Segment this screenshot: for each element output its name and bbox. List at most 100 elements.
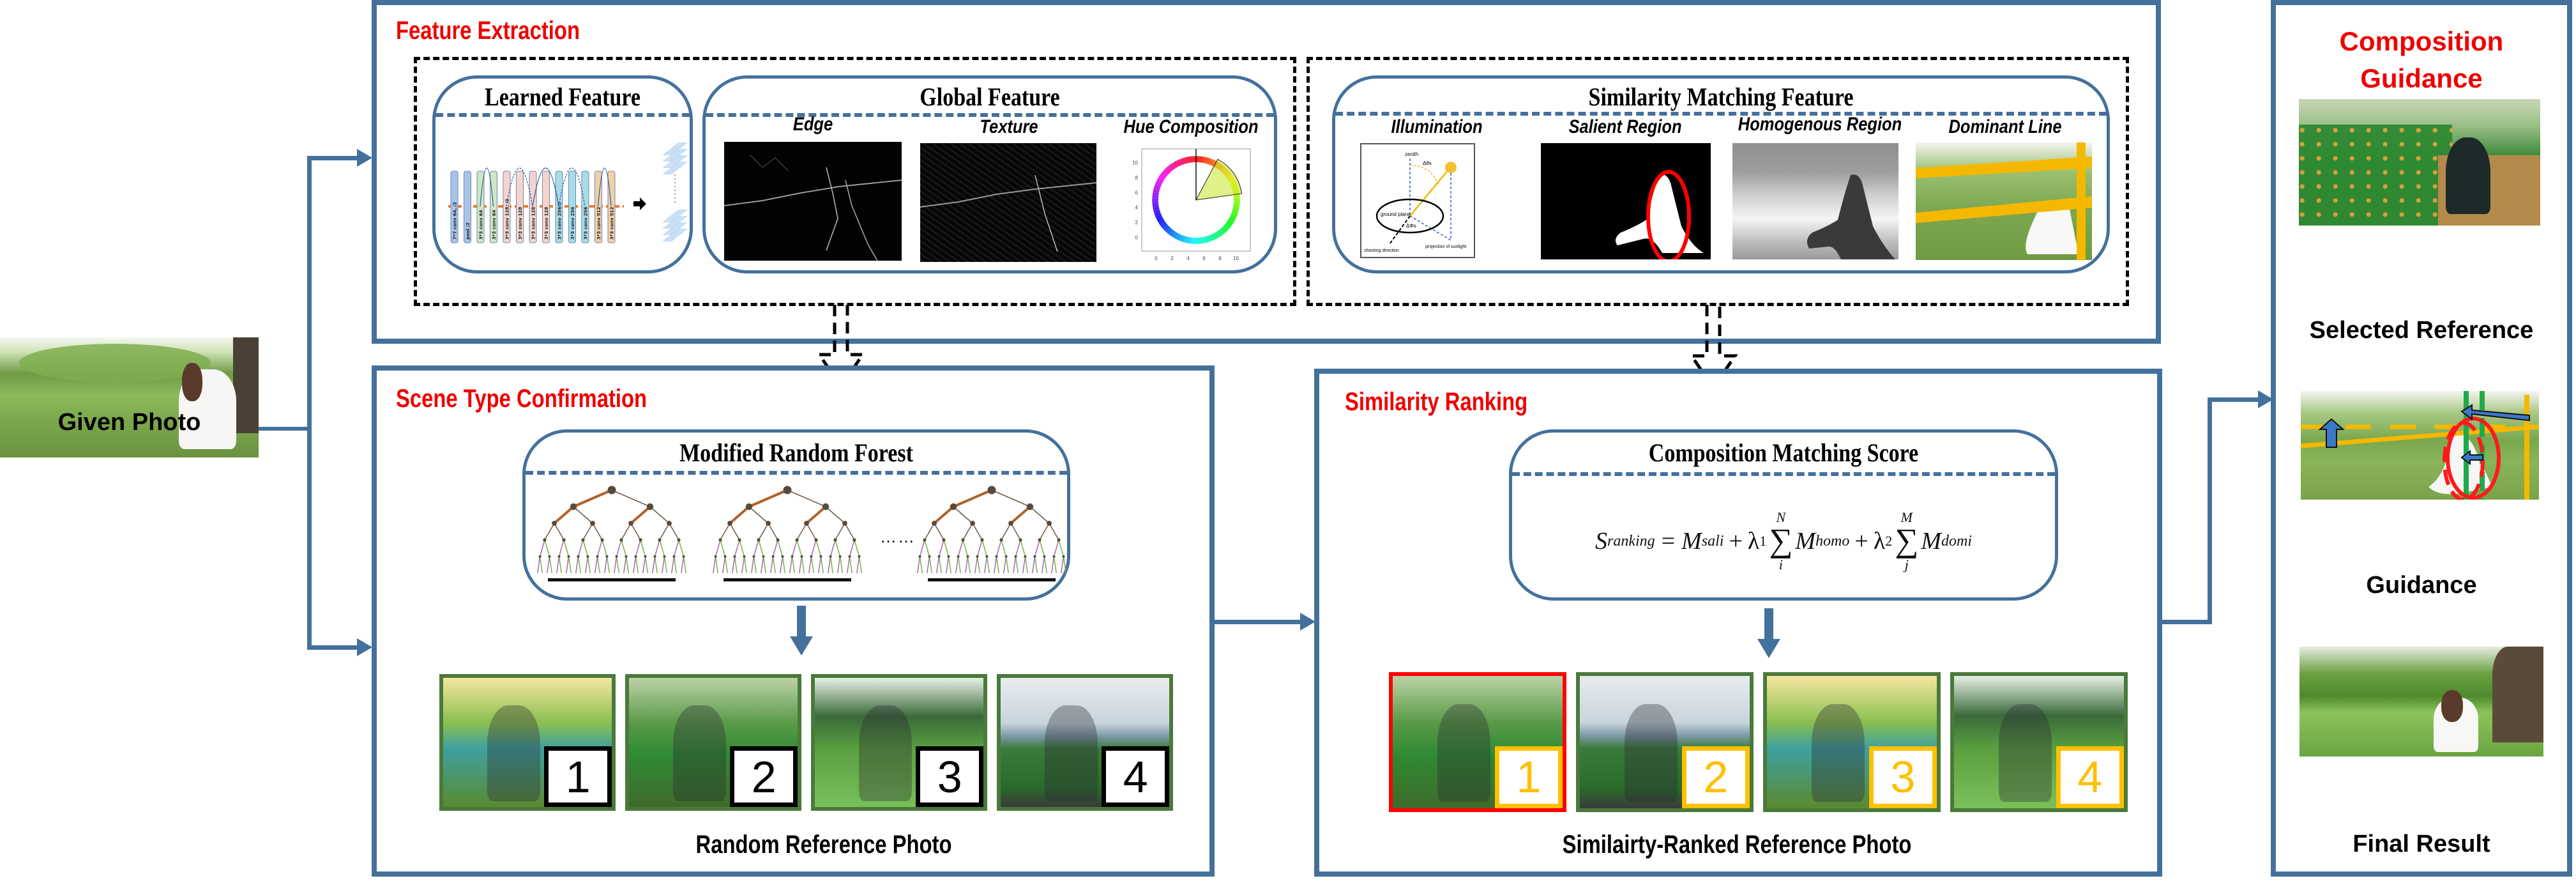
hue-ring-segment bbox=[1227, 219, 1234, 225]
reference-photo: 4 bbox=[997, 674, 1173, 811]
guidance-overlay bbox=[2301, 391, 2539, 500]
hue-ring-segment bbox=[1152, 201, 1159, 205]
dominant-line-label: Dominant Line bbox=[1948, 116, 2062, 137]
similarity-down-arrow-shaft bbox=[1764, 608, 1773, 640]
formula-term1: M bbox=[1681, 528, 1702, 555]
cnn-layer: 3*3 conv 128, /2 bbox=[503, 171, 511, 243]
hue-y-tick: 4 bbox=[1135, 205, 1139, 211]
hue-ring-segment bbox=[1232, 206, 1239, 211]
hue-ring-segment bbox=[1199, 156, 1202, 163]
hue-ring-segment bbox=[1175, 233, 1181, 240]
hue-ring-segment bbox=[1233, 201, 1240, 205]
hue-ring-segment bbox=[1165, 227, 1172, 234]
hue-ring-segment bbox=[1233, 195, 1240, 199]
hue-x-tick: 2 bbox=[1171, 256, 1174, 261]
formula-sum1-lower: i bbox=[1778, 557, 1783, 572]
hue-ring-segment bbox=[1152, 198, 1158, 202]
input-connector-vertical bbox=[307, 156, 312, 650]
feature-map-stack bbox=[662, 210, 688, 222]
dominant-line-image bbox=[1916, 142, 2092, 260]
cnn-layer: 3*3 conv 64 bbox=[490, 171, 497, 243]
woman-hair-final bbox=[2441, 690, 2463, 722]
hue-ring-segment bbox=[1170, 230, 1176, 238]
global-feature-separator bbox=[706, 113, 1274, 117]
hue-ring-segment bbox=[1158, 219, 1165, 225]
cnn-layer-label: 3*3 conv 64 bbox=[492, 210, 497, 240]
photo-subject bbox=[859, 705, 912, 801]
hue-ring-segment bbox=[1167, 164, 1174, 171]
cnn-layer-label: 3*3 conv 256 bbox=[584, 206, 589, 240]
similarity-feature-dashed-group bbox=[1307, 57, 2129, 306]
hue-composition-label: Hue Composition bbox=[1123, 116, 1259, 137]
cnn-layer: 3*3 conv 256/2 bbox=[555, 171, 563, 243]
delta-theta-annotation: Δθs bbox=[1423, 160, 1432, 166]
hue-ring-segment bbox=[1152, 195, 1159, 199]
cnn-layer-label: 3*3 conv 128, /2 bbox=[505, 199, 510, 240]
hue-ring-segment bbox=[1161, 223, 1169, 230]
hue-ring-segment bbox=[1181, 157, 1186, 165]
input-connector-bottom bbox=[307, 645, 358, 650]
hue-ring-segment bbox=[1163, 225, 1170, 232]
person-hair bbox=[182, 363, 202, 401]
hue-ring-segment bbox=[1152, 204, 1159, 208]
cnn-layer-label: 3*3 conv 512 bbox=[596, 206, 602, 240]
hue-ring-segment bbox=[1163, 168, 1170, 175]
dominant-line-overlay bbox=[1916, 142, 2092, 260]
cnn-layer: 3*3 conv 128 bbox=[542, 171, 550, 243]
hue-ring-segment bbox=[1153, 209, 1160, 214]
hue-x-tick: 10 bbox=[1233, 256, 1239, 261]
composition-guidance-title: Composition Guidance bbox=[2276, 23, 2567, 97]
rank-badge: 4 bbox=[1102, 746, 1169, 807]
hue-ring-segment bbox=[1181, 235, 1186, 243]
composition-matching-score-title: Composition Matching Score bbox=[1648, 438, 1919, 467]
hue-ring-segment bbox=[1196, 237, 1199, 244]
hue-ring-segment bbox=[1153, 206, 1160, 211]
decision-tree bbox=[713, 486, 862, 581]
decision-tree bbox=[537, 486, 686, 581]
scene-type-title: Scene Type Confirmation bbox=[396, 385, 648, 413]
composition-matching-score-separator bbox=[1512, 472, 2055, 476]
hue-ring-segment bbox=[1206, 235, 1211, 243]
hue-ring-segment bbox=[1225, 221, 1232, 227]
feature-map-stack bbox=[662, 222, 688, 235]
ranked-reference-caption: Similairty-Ranked Reference Photo bbox=[1562, 831, 1912, 859]
hue-ring-segment bbox=[1232, 209, 1239, 214]
hue-ring-segment bbox=[1184, 236, 1188, 243]
cnn-layer: 3*3 conv 128 bbox=[516, 171, 524, 243]
cnn-layer-label: 3*3 conv 64 bbox=[479, 210, 484, 240]
photo-subject bbox=[1437, 703, 1490, 802]
rank-badge: 3 bbox=[916, 746, 983, 807]
feature-map-stack bbox=[662, 162, 688, 174]
composition-guidance-title-line2: Guidance bbox=[2360, 63, 2483, 93]
hue-ring-segment bbox=[1160, 221, 1167, 227]
hue-ring-segment bbox=[1206, 157, 1211, 165]
photo-subject bbox=[1811, 703, 1865, 802]
hue-ring-segment bbox=[1167, 229, 1174, 236]
cnn-layer-label: 3*3 conv 512 bbox=[610, 206, 615, 240]
hue-ring-segment bbox=[1196, 156, 1199, 163]
hue-ring-segment bbox=[1211, 160, 1217, 167]
hue-ring-segment bbox=[1165, 166, 1172, 173]
formula-plus2: + bbox=[1854, 528, 1868, 555]
cnn-layer-label: 3*3 conv 128 bbox=[544, 206, 549, 240]
formula-sum1-upper: N bbox=[1776, 509, 1786, 525]
random-reference-caption: Random Reference Photo bbox=[695, 831, 952, 859]
formula-term1-sub: sali bbox=[1701, 532, 1724, 549]
hue-ring-segment bbox=[1209, 234, 1214, 242]
photo-subject bbox=[1624, 703, 1678, 802]
cnn-skip-connection bbox=[506, 167, 533, 207]
cnn-layer: 3*3 conv 512 bbox=[595, 171, 602, 243]
input-connector-stem bbox=[259, 427, 311, 431]
hue-ring-segment bbox=[1155, 214, 1162, 220]
final-result-image bbox=[2299, 647, 2543, 756]
final-result-caption: Final Result bbox=[2352, 831, 2490, 857]
cnn-skip-connection bbox=[532, 167, 559, 207]
seated-woman bbox=[2446, 137, 2490, 214]
homogenous-mask bbox=[1807, 174, 1895, 259]
learned-global-dashed-group bbox=[414, 57, 1296, 306]
delta-phi-annotation: ΔΦs bbox=[1406, 223, 1416, 229]
formula-lambda1-sub: 1 bbox=[1759, 533, 1767, 549]
